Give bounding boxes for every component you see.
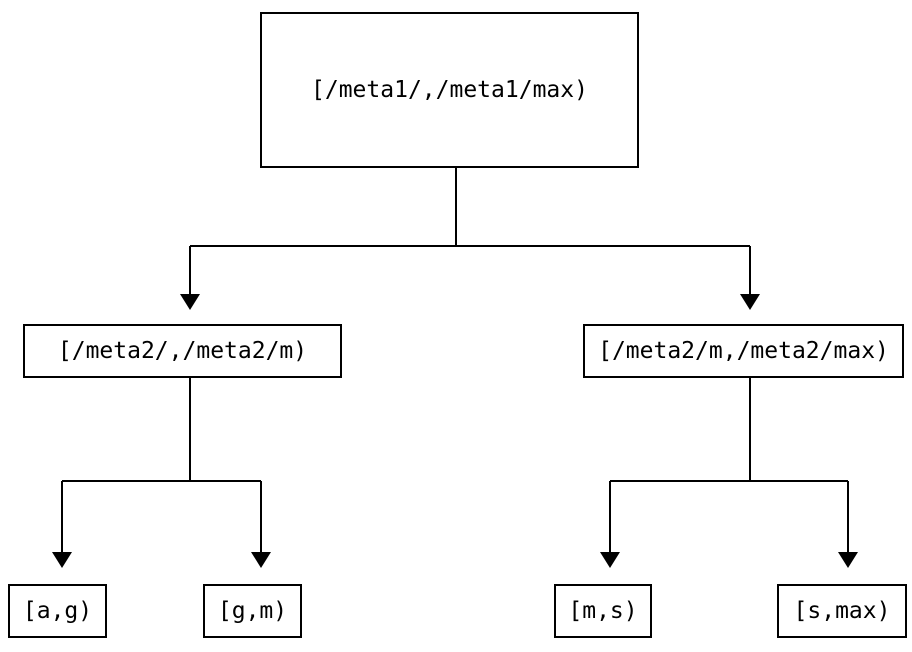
node-root: [/meta1/,/meta1/max) <box>260 12 639 168</box>
node-leaf-ms: [m,s) <box>554 584 652 638</box>
arrowhead-to-level2-right <box>740 294 760 310</box>
node-leaf-smax-label: [s,max) <box>793 597 891 624</box>
arrowhead-to-leaf2 <box>251 552 271 568</box>
arrowhead-to-leaf3 <box>600 552 620 568</box>
node-leaf-ag: [a,g) <box>8 584 107 638</box>
node-level2-left: [/meta2/,/meta2/m) <box>23 324 342 378</box>
arrowhead-to-level2-left <box>180 294 200 310</box>
node-leaf-smax: [s,max) <box>777 584 907 638</box>
node-leaf-gm-label: [g,m) <box>217 597 288 624</box>
arrowhead-to-leaf4 <box>838 552 858 568</box>
node-level2-left-label: [/meta2/,/meta2/m) <box>57 337 308 364</box>
node-level2-right: [/meta2/m,/meta2/max) <box>583 324 904 378</box>
node-root-label: [/meta1/,/meta1/max) <box>311 76 588 103</box>
node-leaf-ag-label: [a,g) <box>22 597 93 624</box>
node-level2-right-label: [/meta2/m,/meta2/max) <box>598 337 889 364</box>
node-leaf-gm: [g,m) <box>203 584 302 638</box>
arrowhead-to-leaf1 <box>52 552 72 568</box>
node-leaf-ms-label: [m,s) <box>568 597 638 624</box>
